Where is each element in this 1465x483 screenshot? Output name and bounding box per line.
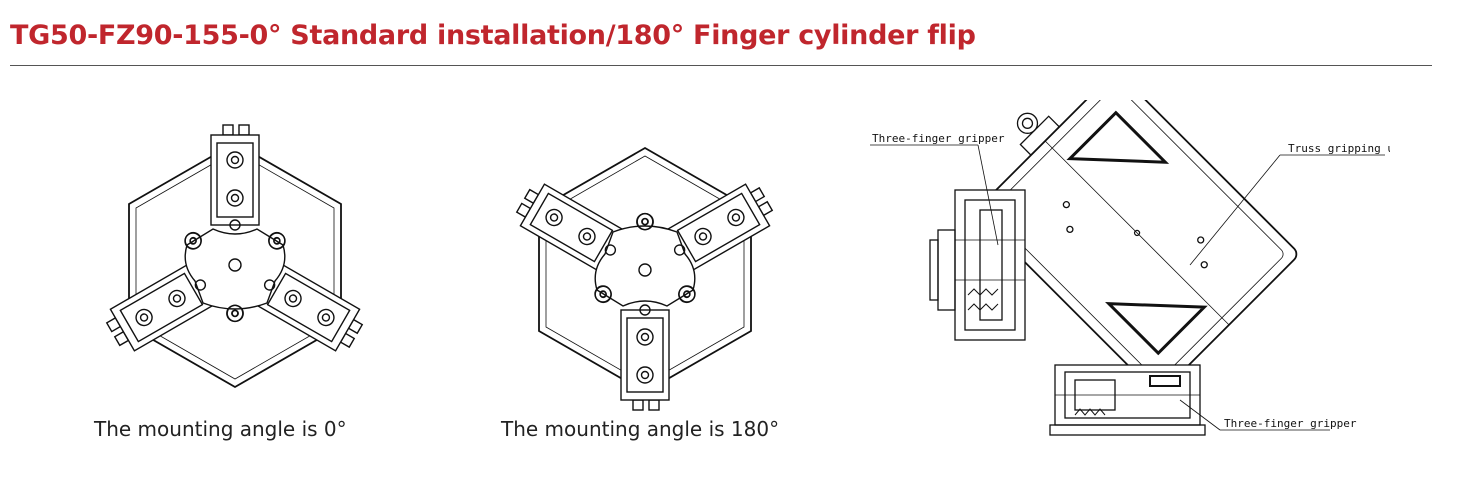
caption-180deg: The mounting angle is 180° — [501, 417, 780, 441]
callout-bottom-gripper: Three-finger gripper — [1224, 417, 1357, 430]
gripper-0deg-drawing — [101, 124, 369, 389]
callout-truss-unit: Truss gripping unit — [1288, 142, 1390, 155]
title-divider — [10, 65, 1432, 66]
gripper-180deg-drawing — [511, 146, 779, 411]
caption-0deg: The mounting angle is 0° — [94, 417, 347, 441]
callout-top-gripper: Three-finger gripper — [872, 132, 1005, 145]
page-title: TG50-FZ90-155-0° Standard installation/1… — [10, 20, 976, 51]
truss-assembly-drawing: Three-finger gripper Truss gripping unit… — [870, 100, 1390, 436]
